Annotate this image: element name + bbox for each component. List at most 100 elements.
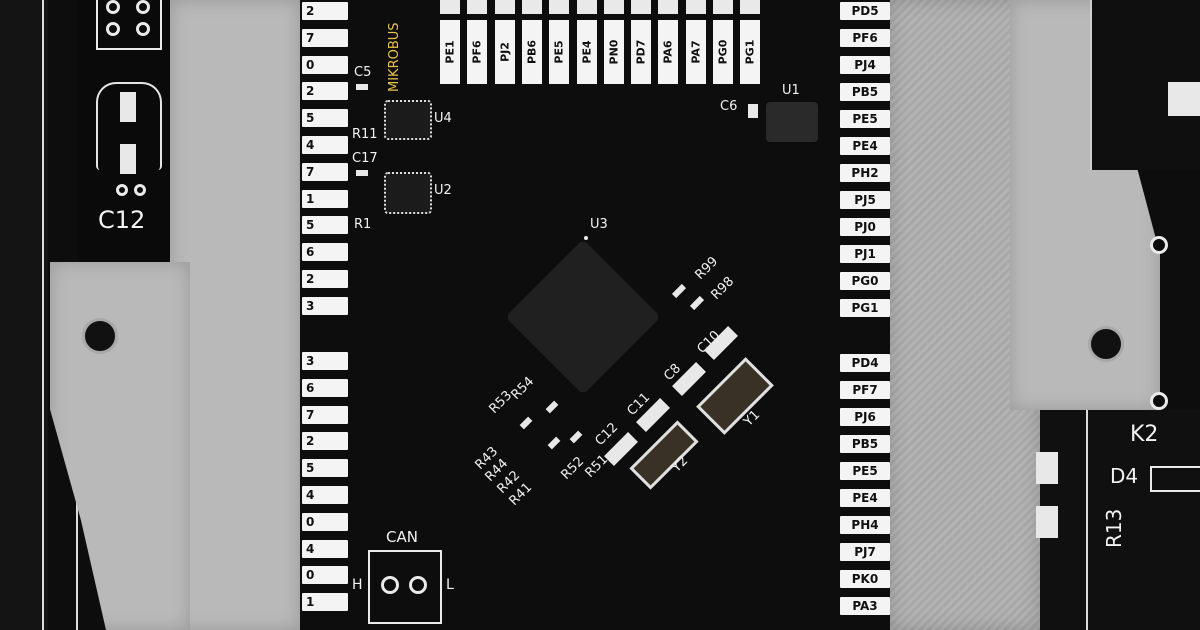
u4-chip [384,100,432,140]
mikrobus-label: MIKROBUS [387,22,402,92]
top-pin-label: PN0 [607,39,621,65]
top-pin-label-pad: PE1 [440,20,460,84]
top-pin-label-pad: PB6 [521,20,542,84]
right-board-via-1 [1150,236,1168,254]
top-pin-label-pad: PE5 [549,20,570,84]
left-pin-label: 5 [302,459,348,478]
right-pin-label: PE4 [840,489,890,507]
top-pin-label-pad: PJ2 [494,20,515,84]
top-pin-cap [521,0,542,14]
top-pin-cap [713,0,733,14]
left-pin-label: 5 [302,109,348,128]
right-pin-label: PJ1 [840,245,890,263]
left-pin-label: 3 [302,352,348,370]
top-pin-label: PA7 [689,40,703,64]
left-bracket-vertical [170,0,300,630]
left-pin-label: 0 [302,512,348,531]
left-board-edge [42,0,44,630]
top-pin-label: PF6 [470,40,484,64]
top-pin-label: PE5 [552,40,566,64]
top-pin-cap [685,0,706,14]
left-cap-pin-a [116,184,128,196]
left-header-box [96,0,162,50]
top-pin-label-pad: PA6 [658,20,679,84]
top-pin-cap [603,0,624,14]
left-pin-label: 2 [302,432,348,451]
top-pin-label: PB6 [525,39,539,65]
left-mounting-hole [82,318,118,354]
left-pin-label: 4 [302,486,348,504]
left-pin-label: 4 [302,136,348,154]
left-header-pin-2 [136,22,150,36]
c6-label: C6 [720,99,738,114]
right-mounting-hole [1088,326,1124,362]
right-pin-label: PG0 [840,272,890,290]
top-pin-label: PG0 [716,39,730,65]
left-board-panel [0,0,48,630]
left-cap-outline [96,82,162,170]
u2-chip [384,172,432,214]
can-pin-l [409,576,427,594]
left-pin-label: 7 [302,162,348,181]
left-pin-label: 3 [302,296,348,315]
right-board-via-2 [1150,392,1168,410]
c5-part [356,84,368,90]
top-pin-cap [658,0,679,14]
right-pin-label: PE5 [840,462,890,480]
right-board-edge [1086,410,1088,630]
top-pin-cap [631,0,652,14]
right-pin-label: PD4 [840,354,890,372]
top-pin-label-pad: PA7 [685,20,706,84]
right-pin-label: PJ7 [840,543,890,561]
left-cap-pin-b [134,184,146,196]
top-pin-label: PD7 [634,39,648,65]
right-pin-label: PJ4 [840,56,890,74]
can-box [368,550,442,624]
right-pin-label: PJ5 [840,191,890,209]
top-pin-label-pad: PN0 [603,20,624,84]
left-header-pin-1 [106,22,120,36]
left-pin-label: 2 [302,82,348,101]
top-pin-cap [440,0,460,14]
top-pin-cap [494,0,515,14]
right-board-pad-1 [1036,452,1058,484]
right-pin-label: PF6 [840,29,890,47]
left-pin-label: 4 [302,539,348,558]
left-header-pin-4 [136,0,150,14]
right-pin-label: PB5 [840,83,890,101]
right-board-panel [1040,410,1200,630]
top-pin-label-pad: PD7 [631,20,652,84]
left-pin-label: 0 [302,55,348,74]
u1-label: U1 [782,83,800,98]
top-pin-cap [467,0,488,14]
u1-chip [766,102,818,142]
left-board-label: C12 [98,206,146,234]
top-pin-label-pad: PG0 [713,20,733,84]
left-pin-label: 1 [302,189,348,208]
can-title: CAN [386,528,418,546]
right-pin-label: PA3 [840,597,890,615]
can-pin-h [381,576,399,594]
u2-label: U2 [434,183,452,198]
d4-outline [1150,466,1200,492]
left-cap-pad-bottom [120,144,136,174]
right-pin-label: PB5 [840,435,890,453]
r1-label: R1 [354,217,372,232]
left-pin-label: 0 [302,566,348,585]
right-pin-label: PK0 [840,570,890,588]
left-pin-label: 5 [302,216,348,235]
left-pin-label: 1 [302,593,348,612]
right-pin-label: PD5 [840,2,890,20]
k2-label: K2 [1130,422,1159,447]
u3-pin1-dot [584,236,588,240]
left-header-pin-3 [106,0,120,14]
left-pin-label: 7 [302,28,348,47]
left-pin-label: 6 [302,243,348,262]
left-cap-pad-top [120,92,136,122]
right-board-top-pad [1168,82,1200,116]
r13-label: R13 [1102,508,1126,548]
top-pin-label-pad: PE4 [576,20,597,84]
top-pin-label: PJ2 [498,42,512,62]
top-pin-label: PG1 [743,39,757,65]
